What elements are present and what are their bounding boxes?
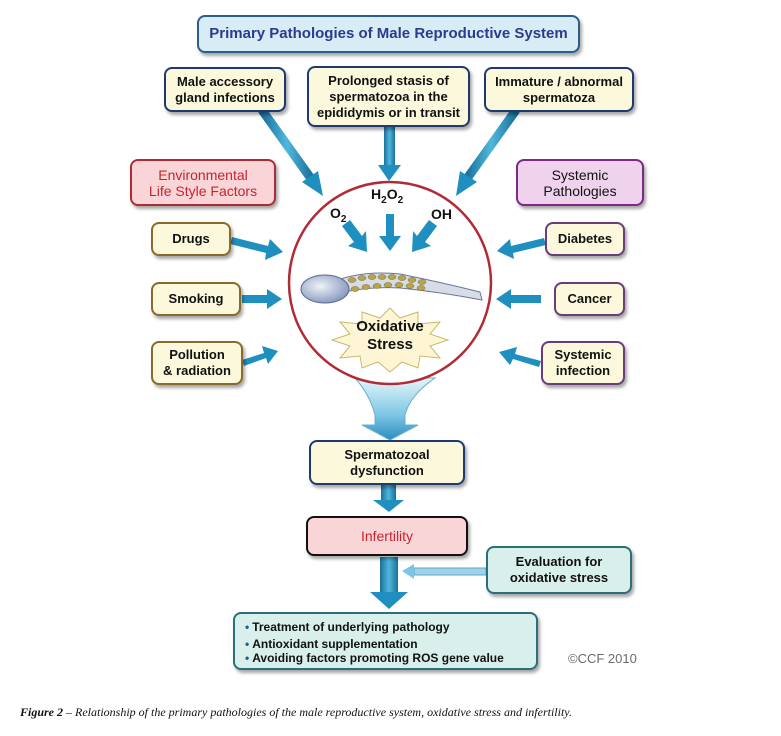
systemic-pathologies-heading: Systemic Pathologies bbox=[516, 159, 644, 206]
evaluation-box: Evaluation for oxidative stress bbox=[486, 546, 632, 594]
treatment-text: Avoiding factors promoting ROS gene valu… bbox=[252, 651, 504, 665]
pathology-label: Systemic bbox=[554, 347, 612, 362]
factor-smoking: Smoking bbox=[151, 282, 241, 316]
infertility-label: Infertility bbox=[360, 528, 414, 544]
dysfunction-line: dysfunction bbox=[350, 462, 424, 478]
pathology-diabetes: Diabetes bbox=[545, 222, 625, 256]
cause-label-line: Male accessory bbox=[176, 73, 274, 89]
arrow-dysfunction-shaft bbox=[381, 484, 396, 502]
treatment-box: •Treatment of underlying pathology •Anti… bbox=[233, 612, 538, 670]
treatment-item: •Antioxidant supplementation bbox=[245, 637, 526, 651]
arrow-cancer bbox=[496, 289, 541, 309]
molecule-o2-sub: 2 bbox=[340, 213, 347, 225]
arrowhead-immature bbox=[456, 171, 477, 196]
arrowhead-accessory bbox=[302, 171, 323, 196]
spermatozoon-illustration bbox=[300, 272, 483, 304]
systemic-heading-line: Systemic bbox=[551, 166, 609, 183]
factor-label: & radiation bbox=[163, 363, 231, 378]
factor-label: Smoking bbox=[168, 291, 224, 306]
molecule-oh: OH bbox=[431, 206, 452, 222]
funnel-arrow bbox=[353, 377, 437, 441]
title-text: Primary Pathologies of Male Reproductive… bbox=[209, 25, 568, 42]
cause-label-line: spermatoza bbox=[522, 89, 596, 105]
treatment-item: •Treatment of underlying pathology bbox=[245, 620, 526, 634]
factor-label: Pollution bbox=[169, 347, 225, 362]
cause-accessory-gland-infections: Male accessory gland infections bbox=[164, 67, 286, 112]
systemic-heading-line: Pathologies bbox=[543, 182, 617, 199]
cause-label-line: gland infections bbox=[175, 89, 275, 105]
arrowhead-evaluation bbox=[402, 564, 414, 579]
arrowhead-infertility bbox=[370, 592, 408, 609]
arrow-infertility-shaft bbox=[380, 557, 398, 595]
pathology-label: Diabetes bbox=[557, 231, 613, 246]
arrow-oh bbox=[412, 220, 437, 252]
arrow-smoking bbox=[242, 289, 282, 309]
cause-prolonged-stasis: Prolonged stasis of spermatozoa in the e… bbox=[307, 66, 470, 127]
environmental-heading-line: Environmental bbox=[158, 166, 248, 183]
evaluation-line: oxidative stress bbox=[509, 570, 609, 585]
arrow-systemic-infection bbox=[499, 347, 541, 367]
treatment-text: Antioxidant supplementation bbox=[252, 637, 418, 651]
copyright-notice: ©CCF 2010 bbox=[568, 651, 637, 666]
arrow-accessory-to-circle bbox=[258, 107, 316, 183]
oxidative-stress-label: Oxidative Stress bbox=[340, 318, 440, 354]
bullet-icon: • bbox=[245, 651, 250, 665]
treatment-text: Treatment of underlying pathology bbox=[252, 620, 450, 634]
pathology-systemic-infection: Systemic infection bbox=[541, 341, 625, 385]
pathology-label: infection bbox=[555, 363, 611, 378]
figure-caption-label: Figure 2 bbox=[20, 705, 64, 719]
oxidative-stress-line: Oxidative bbox=[356, 318, 424, 335]
environmental-heading-line: Life Style Factors bbox=[148, 182, 258, 199]
factor-label: Drugs bbox=[172, 231, 210, 246]
bullet-icon: • bbox=[245, 620, 250, 634]
figure-caption: Figure 2 – Relationship of the primary p… bbox=[20, 705, 572, 720]
molecule-o2-base: O bbox=[330, 205, 341, 221]
oxidative-stress-line: Stress bbox=[367, 336, 413, 353]
molecule-h2o2-sub2: 2 bbox=[397, 194, 404, 206]
bullet-icon: • bbox=[245, 637, 250, 651]
molecule-h2o2-h: H bbox=[371, 186, 382, 202]
factor-pollution-radiation: Pollution & radiation bbox=[151, 341, 243, 385]
cause-label-line: spermatozoa in the bbox=[329, 88, 448, 104]
molecule-o2: O2 bbox=[330, 205, 346, 225]
arrow-diabetes bbox=[497, 238, 546, 259]
cause-label-line: Immature / abnormal bbox=[495, 73, 623, 89]
pathology-label: Cancer bbox=[567, 291, 612, 306]
treatment-item: •Avoiding factors promoting ROS gene val… bbox=[245, 651, 526, 665]
figure-caption-text: – Relationship of the primary pathologie… bbox=[63, 705, 572, 719]
arrowhead-dysfunction bbox=[373, 500, 404, 512]
page-title: Primary Pathologies of Male Reproductive… bbox=[197, 15, 580, 53]
dysfunction-line: Spermatozoal bbox=[344, 446, 430, 462]
cause-label-line: epididymis or in transit bbox=[316, 104, 461, 120]
spermatozoal-dysfunction-box: Spermatozoal dysfunction bbox=[309, 440, 465, 485]
arrow-o2 bbox=[342, 220, 367, 252]
arrow-evaluation-shaft bbox=[413, 567, 487, 576]
arrow-immature-to-circle bbox=[462, 107, 520, 183]
arrow-pollution bbox=[242, 346, 278, 366]
molecule-oh-text: OH bbox=[431, 206, 452, 222]
molecule-h2o2-sub1: 2 bbox=[381, 194, 387, 206]
arrow-stasis-shaft bbox=[384, 127, 395, 167]
environmental-factors-heading: Environmental Life Style Factors bbox=[130, 159, 276, 206]
arrow-h2o2 bbox=[379, 214, 401, 251]
pathology-cancer: Cancer bbox=[554, 282, 625, 316]
cause-immature-spermatozoa: Immature / abnormal spermatoza bbox=[484, 67, 634, 112]
infertility-box: Infertility bbox=[306, 516, 468, 556]
arrowhead-stasis bbox=[378, 165, 401, 181]
factor-drugs: Drugs bbox=[151, 222, 231, 256]
molecule-h2o2-o: O bbox=[386, 186, 398, 202]
evaluation-line: Evaluation for bbox=[515, 554, 603, 569]
arrow-drugs bbox=[230, 237, 283, 260]
cause-label-line: Prolonged stasis of bbox=[328, 72, 449, 88]
oxidative-stress-starburst bbox=[330, 307, 450, 373]
molecule-h2o2: H2O2 bbox=[371, 186, 403, 206]
